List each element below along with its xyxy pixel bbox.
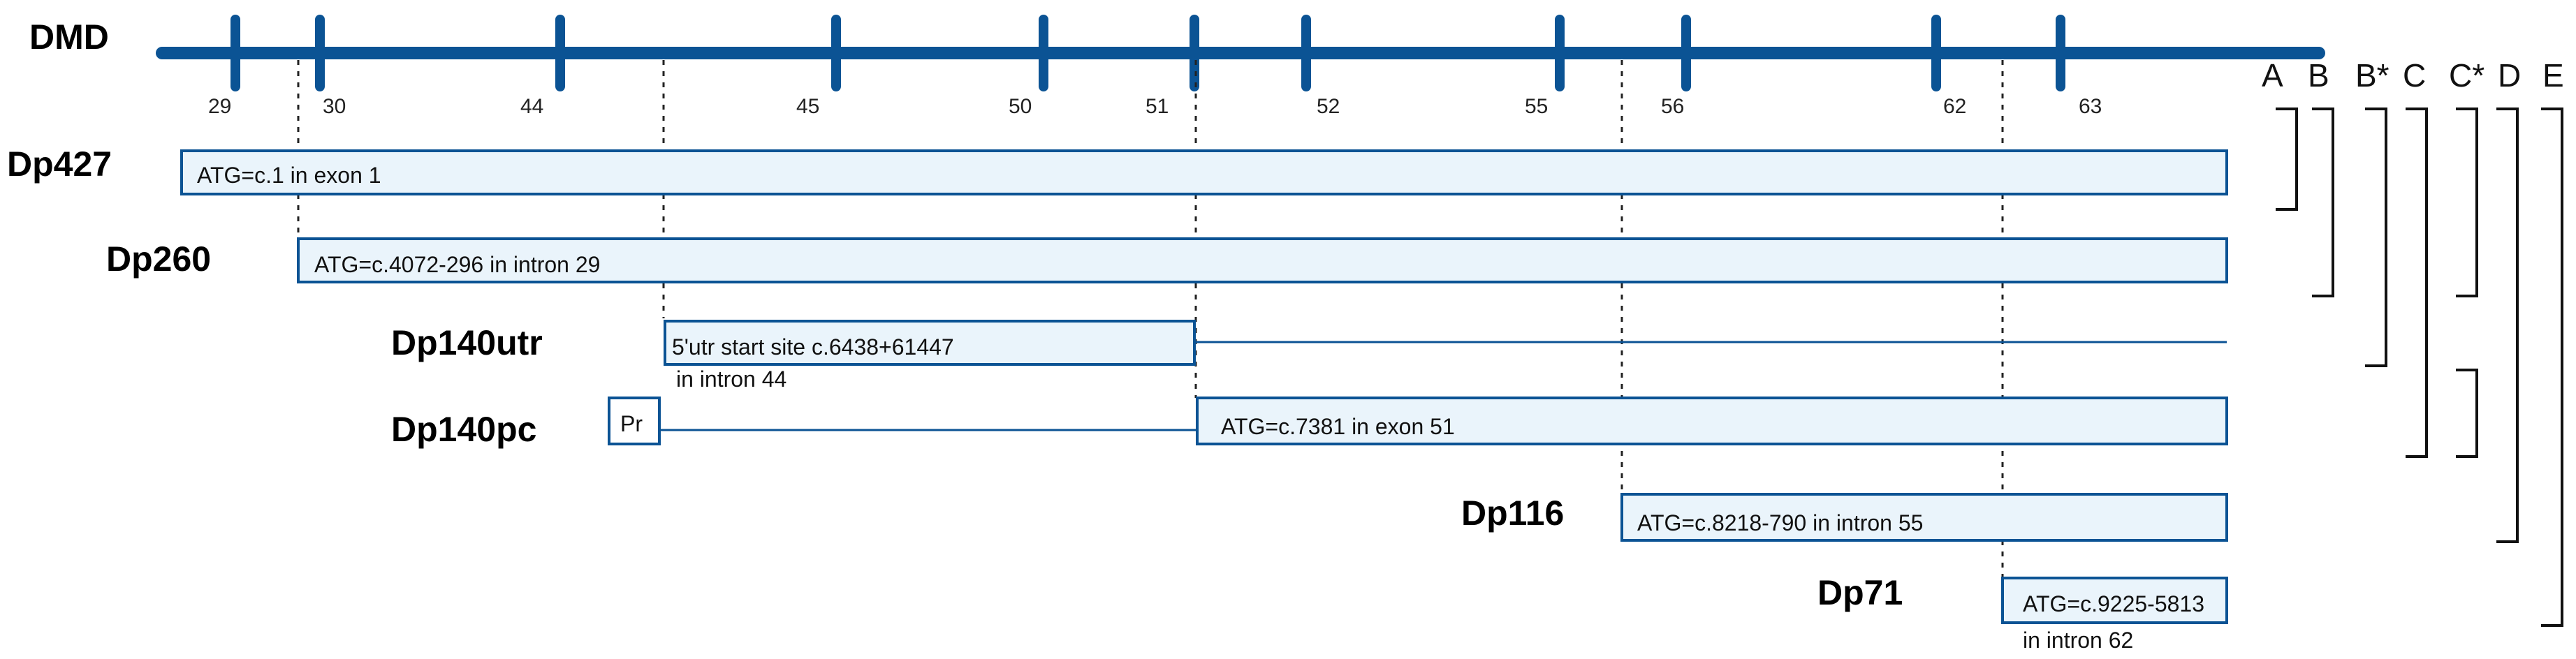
promoter-label: Pr <box>620 411 643 436</box>
isoform-box-dp140utr <box>664 320 1196 366</box>
bracket-b <box>2312 108 2334 297</box>
exon-label: 52 <box>1317 95 1340 118</box>
exon-label: 63 <box>2079 95 2102 118</box>
group-label-a: A <box>2262 57 2283 94</box>
isoform-name-dp71: Dp71 <box>1817 573 1903 612</box>
exon-ticks <box>230 15 2065 91</box>
bracket-c <box>2406 108 2428 458</box>
exon-label: 50 <box>1009 95 1032 118</box>
isoform-name-dp140pc: Dp140pc <box>391 410 536 449</box>
bracket-e <box>2541 108 2563 627</box>
exon-labels: 29 30 44 45 50 51 52 55 56 62 63 <box>208 95 2102 118</box>
exon-label: 62 <box>1943 95 1966 118</box>
exon-label: 56 <box>1661 95 1684 118</box>
isoform-box-dp260 <box>297 237 2228 283</box>
bracket-c-star-top <box>2456 108 2478 297</box>
isoform-start-dp71-line2: in intron 62 <box>2023 628 2133 653</box>
group-brackets <box>2276 108 2563 627</box>
isoform-box-dp140pc <box>1196 397 2228 445</box>
isoform-box-dp427 <box>180 149 2228 195</box>
isoform-box-dp116 <box>1620 493 2228 542</box>
isoform-box-dp71 <box>2001 577 2228 624</box>
group-label-b-star: B* <box>2355 57 2390 94</box>
isoform-start-dp260: ATG=c.4072-296 in intron 29 <box>314 252 600 277</box>
bracket-b-star <box>2365 108 2387 367</box>
group-label-e: E <box>2542 57 2564 94</box>
gene-label: DMD <box>29 17 109 57</box>
exon-label: 44 <box>520 95 543 118</box>
isoform-start-dp427: ATG=c.1 in exon 1 <box>197 163 381 188</box>
isoform-start-dp140utr-line2: in intron 44 <box>676 366 786 392</box>
group-labels: A B B* C C* D E <box>2262 57 2564 94</box>
bracket-c-star-bottom <box>2456 369 2478 458</box>
isoform-start-dp140utr-line1: 5'utr start site c.6438+61447 <box>672 334 954 360</box>
group-label-d: D <box>2498 57 2521 94</box>
isoform-name-dp116: Dp116 <box>1461 494 1564 533</box>
isoform-name-dp427: Dp427 <box>7 145 112 184</box>
group-label-c-star: C* <box>2449 57 2484 94</box>
group-label-c: C <box>2403 57 2426 94</box>
isoform-name-dp260: Dp260 <box>106 239 211 279</box>
exon-label: 55 <box>1525 95 1548 118</box>
exon-label: 29 <box>208 95 231 118</box>
isoform-name-dp140utr: Dp140utr <box>391 323 543 362</box>
exon-label: 45 <box>796 95 819 118</box>
exon-label: 30 <box>323 95 346 118</box>
promoter-box-dp140pc <box>608 397 661 445</box>
bracket-d <box>2496 108 2519 543</box>
isoform-start-dp71-line1: ATG=c.9225-5813 <box>2023 591 2204 616</box>
isoform-start-dp140pc: ATG=c.7381 in exon 51 <box>1221 414 1455 439</box>
exon-label: 51 <box>1146 95 1169 118</box>
bracket-a <box>2276 108 2298 211</box>
group-label-b: B <box>2308 57 2329 94</box>
isoform-start-dp116: ATG=c.8218-790 in intron 55 <box>1637 510 1923 535</box>
